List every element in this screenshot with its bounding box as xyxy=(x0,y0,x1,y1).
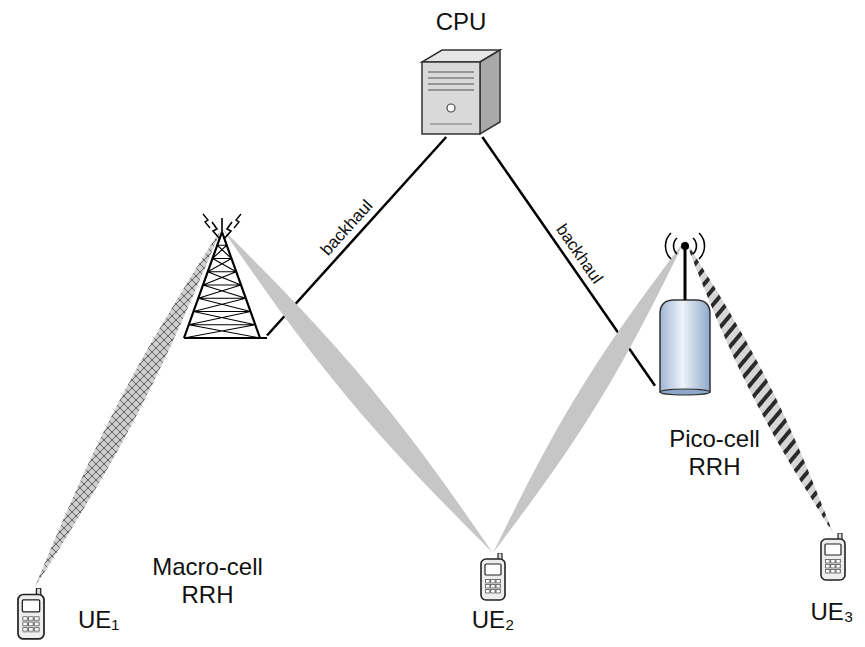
user-equipment-node: UE₁ xyxy=(14,588,48,640)
server-icon xyxy=(430,124,472,125)
server-icon xyxy=(428,72,474,90)
phone-icons xyxy=(18,588,44,639)
edge-label-holder: backhaul xyxy=(579,254,651,274)
pico-cell-icon xyxy=(660,233,710,395)
link-label: backhaul xyxy=(315,194,378,261)
macro-tower-icon xyxy=(184,232,267,338)
node-label: UE₁ xyxy=(78,606,134,634)
phone-icons xyxy=(481,553,505,600)
server-icon xyxy=(480,50,500,134)
link-label: backhaul xyxy=(551,219,609,290)
pico-cell-icon xyxy=(681,242,689,250)
node-label: Pico-cell RRH xyxy=(662,425,767,480)
pico-cell-icon xyxy=(665,233,704,259)
macro-tower-icon xyxy=(212,218,232,239)
macro-cell-node: Macro-cell RRH xyxy=(183,228,267,340)
pico-cell-node: Pico-cell RRH xyxy=(655,240,715,395)
pico-cell-icon xyxy=(684,246,687,300)
node-label: UE₃ xyxy=(806,598,858,626)
beam xyxy=(222,228,493,553)
node-label: UE₂ xyxy=(465,606,521,634)
macro-tower-icon xyxy=(184,214,267,338)
pico-cell-icon xyxy=(660,300,710,392)
beam xyxy=(34,228,221,588)
macro-tower-icon xyxy=(184,232,260,338)
phone-icons xyxy=(821,533,845,580)
user-equipment-node: UE₂ xyxy=(478,553,508,601)
pico-cell-icon xyxy=(660,389,710,395)
server-icon xyxy=(447,104,455,112)
server-icon xyxy=(422,50,500,134)
server-icon xyxy=(422,62,480,134)
node-label: Macro-cell RRH xyxy=(145,553,270,608)
connector-layer xyxy=(34,137,833,588)
macro-tower-icon xyxy=(203,214,241,228)
server-node: CPU xyxy=(420,45,502,137)
edge-label-holder: backhaul xyxy=(347,228,419,248)
node-label: CPU xyxy=(411,8,511,36)
user-equipment-node: UE₃ xyxy=(818,533,848,581)
phone-icons xyxy=(18,533,845,639)
